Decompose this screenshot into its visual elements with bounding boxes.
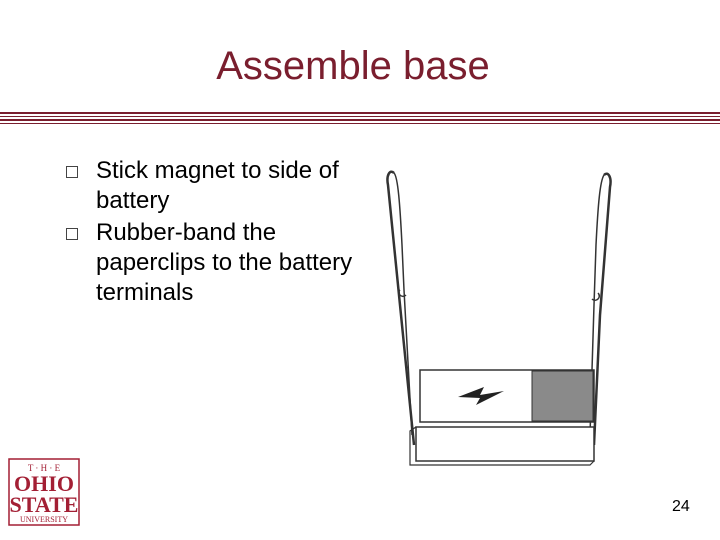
right-paperclip (592, 172, 612, 446)
page-number: 24 (672, 498, 690, 515)
bullet-text: Stick magnet to side of battery (96, 157, 339, 214)
bullet-text: Rubber-band the paperclips to the batter… (96, 219, 353, 306)
logo-state-text: STATE (10, 492, 79, 517)
title-rule (0, 112, 720, 124)
battery-base (415, 426, 595, 462)
logo-top-text: T · H · E (28, 463, 61, 473)
bullet-list: Stick magnet to side of battery Rubber-b… (60, 156, 380, 310)
left-paperclip (386, 170, 416, 446)
ohio-state-logo: T · H · E OHIO STATE UNIVERSITY (8, 458, 80, 526)
bullet-item-rubber-band: Rubber-band the paperclips to the batter… (60, 218, 380, 308)
lightning-bolt-icon (458, 387, 504, 405)
battery-terminal-block (531, 370, 594, 422)
slide-title: Assemble base (216, 44, 490, 88)
logo-university-text: UNIVERSITY (20, 515, 68, 524)
logo-ohio-text: OHIO (14, 471, 74, 496)
square-bullet-icon (66, 166, 78, 178)
bullet-item-magnet: Stick magnet to side of battery (60, 156, 380, 216)
battery-paperclip-illustration (386, 170, 612, 466)
square-bullet-icon (66, 228, 78, 240)
